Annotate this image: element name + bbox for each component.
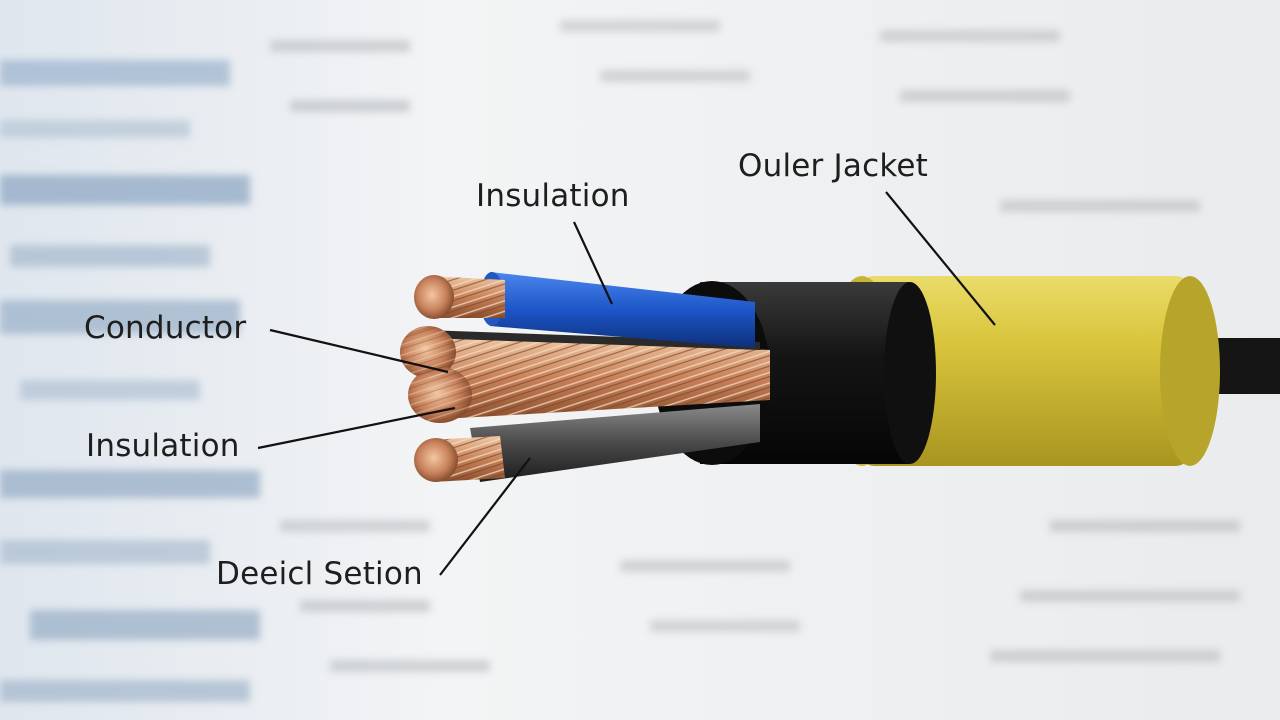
leader-lines — [257, 191, 996, 576]
top-copper-conductor — [414, 275, 505, 319]
bottom-copper-conductor — [414, 436, 505, 482]
leader-conductor — [269, 328, 449, 374]
label-insulation-top: Insulation — [476, 178, 630, 214]
label-conductor: Conductor — [84, 310, 247, 346]
label-detail-section: Deeicl Setion — [216, 556, 423, 592]
copper-bundle — [425, 330, 770, 420]
leader-detail-section — [439, 457, 531, 576]
grey-insulation — [470, 404, 760, 482]
leader-insulation-top — [573, 221, 613, 305]
label-outer-jacket: Ouler Jacket — [738, 148, 928, 184]
label-insulation-left: Insulation — [86, 428, 240, 464]
leader-outer-jacket — [885, 191, 996, 326]
leader-insulation-left — [257, 406, 456, 450]
